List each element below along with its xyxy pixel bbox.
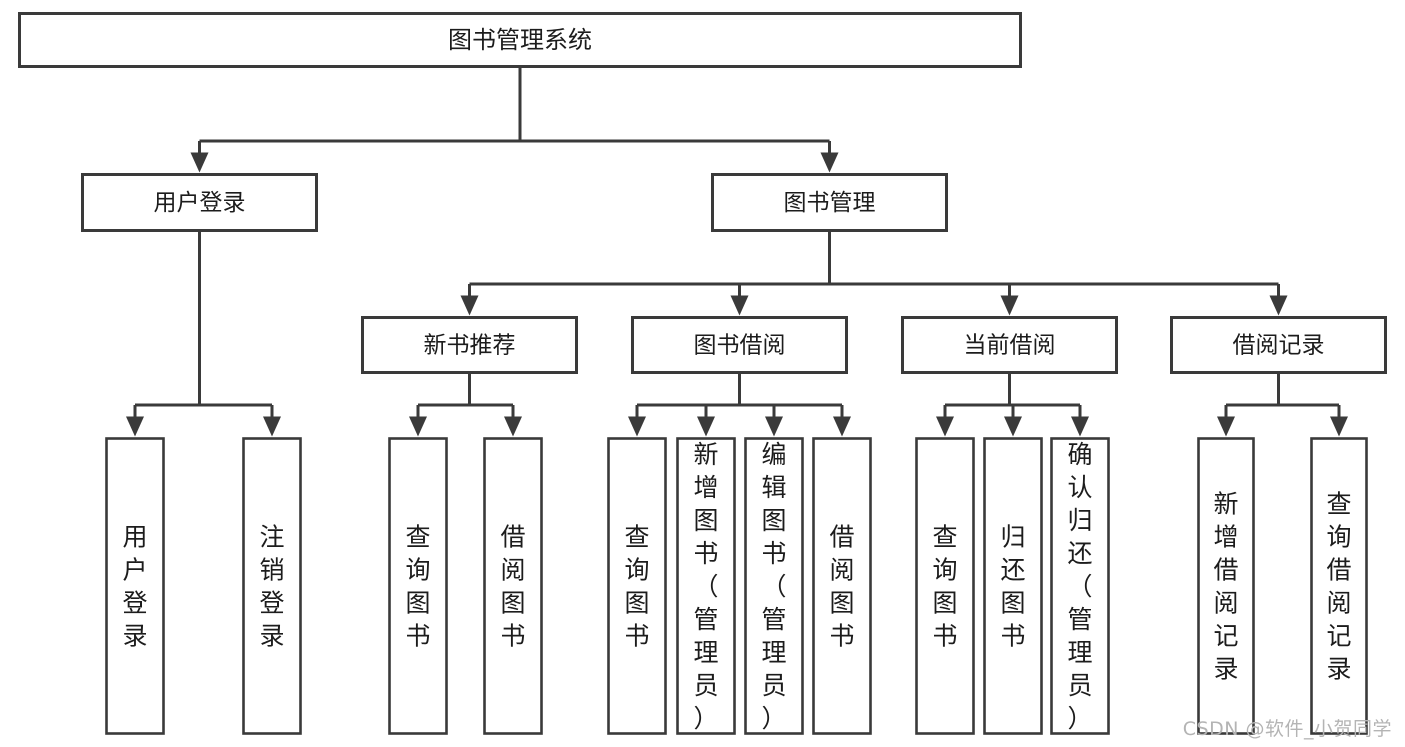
arrow-head-icon	[1000, 295, 1019, 316]
node-label-borrow-record: 借阅记录	[1233, 333, 1325, 359]
node-boxes	[18, 12, 1387, 735]
leaf-label-leaf-query-book-3: 查询图书	[932, 523, 957, 651]
node-box-user-login	[81, 173, 318, 232]
leaf-label-leaf-user-login: 用户登录	[122, 523, 147, 651]
node-box-leaf-query-book-1	[388, 437, 448, 735]
leaf-label-leaf-query-record: 查询借阅记录	[1326, 490, 1351, 684]
node-box-leaf-add-record	[1197, 437, 1255, 735]
node-label-book-borrow: 图书借阅	[694, 333, 786, 359]
node-box-leaf-confirm-return	[1050, 437, 1110, 735]
node-box-leaf-query-book-2	[607, 437, 667, 735]
node-box-leaf-query-record	[1310, 437, 1368, 735]
node-box-leaf-edit-book	[744, 437, 804, 735]
node-box-leaf-return-book	[983, 437, 1043, 735]
node-label-current-borrow: 当前借阅	[964, 333, 1056, 359]
arrow-head-icon	[1330, 416, 1348, 437]
node-box-leaf-user-login	[105, 437, 165, 735]
leaf-label-leaf-add-record: 新增借阅记录	[1213, 490, 1238, 684]
arrow-head-icon	[820, 152, 839, 173]
arrow-head-icon	[1269, 295, 1288, 316]
leaf-label-leaf-borrow-book-1: 借阅图书	[500, 523, 525, 651]
node-box-new-book-recommend	[361, 316, 578, 374]
arrow-head-icon	[1217, 416, 1235, 437]
leaf-label-leaf-return-book: 归还图书	[1000, 523, 1025, 651]
leaf-label-leaf-query-book-2: 查询图书	[624, 523, 649, 651]
arrow-head-icon	[1004, 416, 1022, 437]
arrow-head-icon	[1071, 416, 1089, 437]
arrow-head-icon	[460, 295, 479, 316]
node-labels: 图书管理系统用户登录图书管理新书推荐图书借阅当前借阅借阅记录用户登录注销登录查询…	[122, 26, 1351, 733]
node-box-leaf-borrow-book-2	[812, 437, 872, 735]
arrow-head-icon	[190, 152, 209, 173]
arrow-head-icon	[409, 416, 427, 437]
arrow-head-icon	[936, 416, 954, 437]
leaf-label-leaf-borrow-book-2: 借阅图书	[829, 523, 854, 651]
arrow-head-icon	[263, 416, 281, 437]
node-label-book-management: 图书管理	[784, 190, 876, 216]
leaf-label-leaf-edit-book: 编辑图书（管理员）	[761, 440, 786, 733]
leaf-label-leaf-confirm-return: 确认归还（管理员）	[1067, 440, 1092, 733]
arrow-head-icon	[628, 416, 646, 437]
leaf-label-leaf-query-book-1: 查询图书	[405, 523, 430, 651]
node-label-root: 图书管理系统	[448, 26, 592, 54]
node-box-leaf-borrow-book-1	[483, 437, 543, 735]
node-box-book-borrow	[631, 316, 848, 374]
arrow-head-icon	[126, 416, 144, 437]
node-box-root	[18, 12, 1022, 68]
arrow-head-icon	[697, 416, 715, 437]
connector-lines	[126, 68, 1348, 437]
node-box-borrow-record	[1170, 316, 1387, 374]
node-label-new-book-recommend: 新书推荐	[424, 333, 516, 359]
node-box-leaf-logout-login	[242, 437, 302, 735]
arrow-head-icon	[504, 416, 522, 437]
node-box-leaf-query-book-3	[915, 437, 975, 735]
arrow-head-icon	[730, 295, 749, 316]
node-box-book-management	[711, 173, 948, 232]
leaf-label-leaf-logout-login: 注销登录	[259, 523, 284, 651]
node-box-current-borrow	[901, 316, 1118, 374]
arrow-head-icon	[765, 416, 783, 437]
node-label-user-login: 用户登录	[154, 190, 246, 216]
node-box-leaf-add-book	[676, 437, 736, 735]
arrow-head-icon	[833, 416, 851, 437]
leaf-label-leaf-add-book: 新增图书（管理员）	[693, 440, 718, 733]
